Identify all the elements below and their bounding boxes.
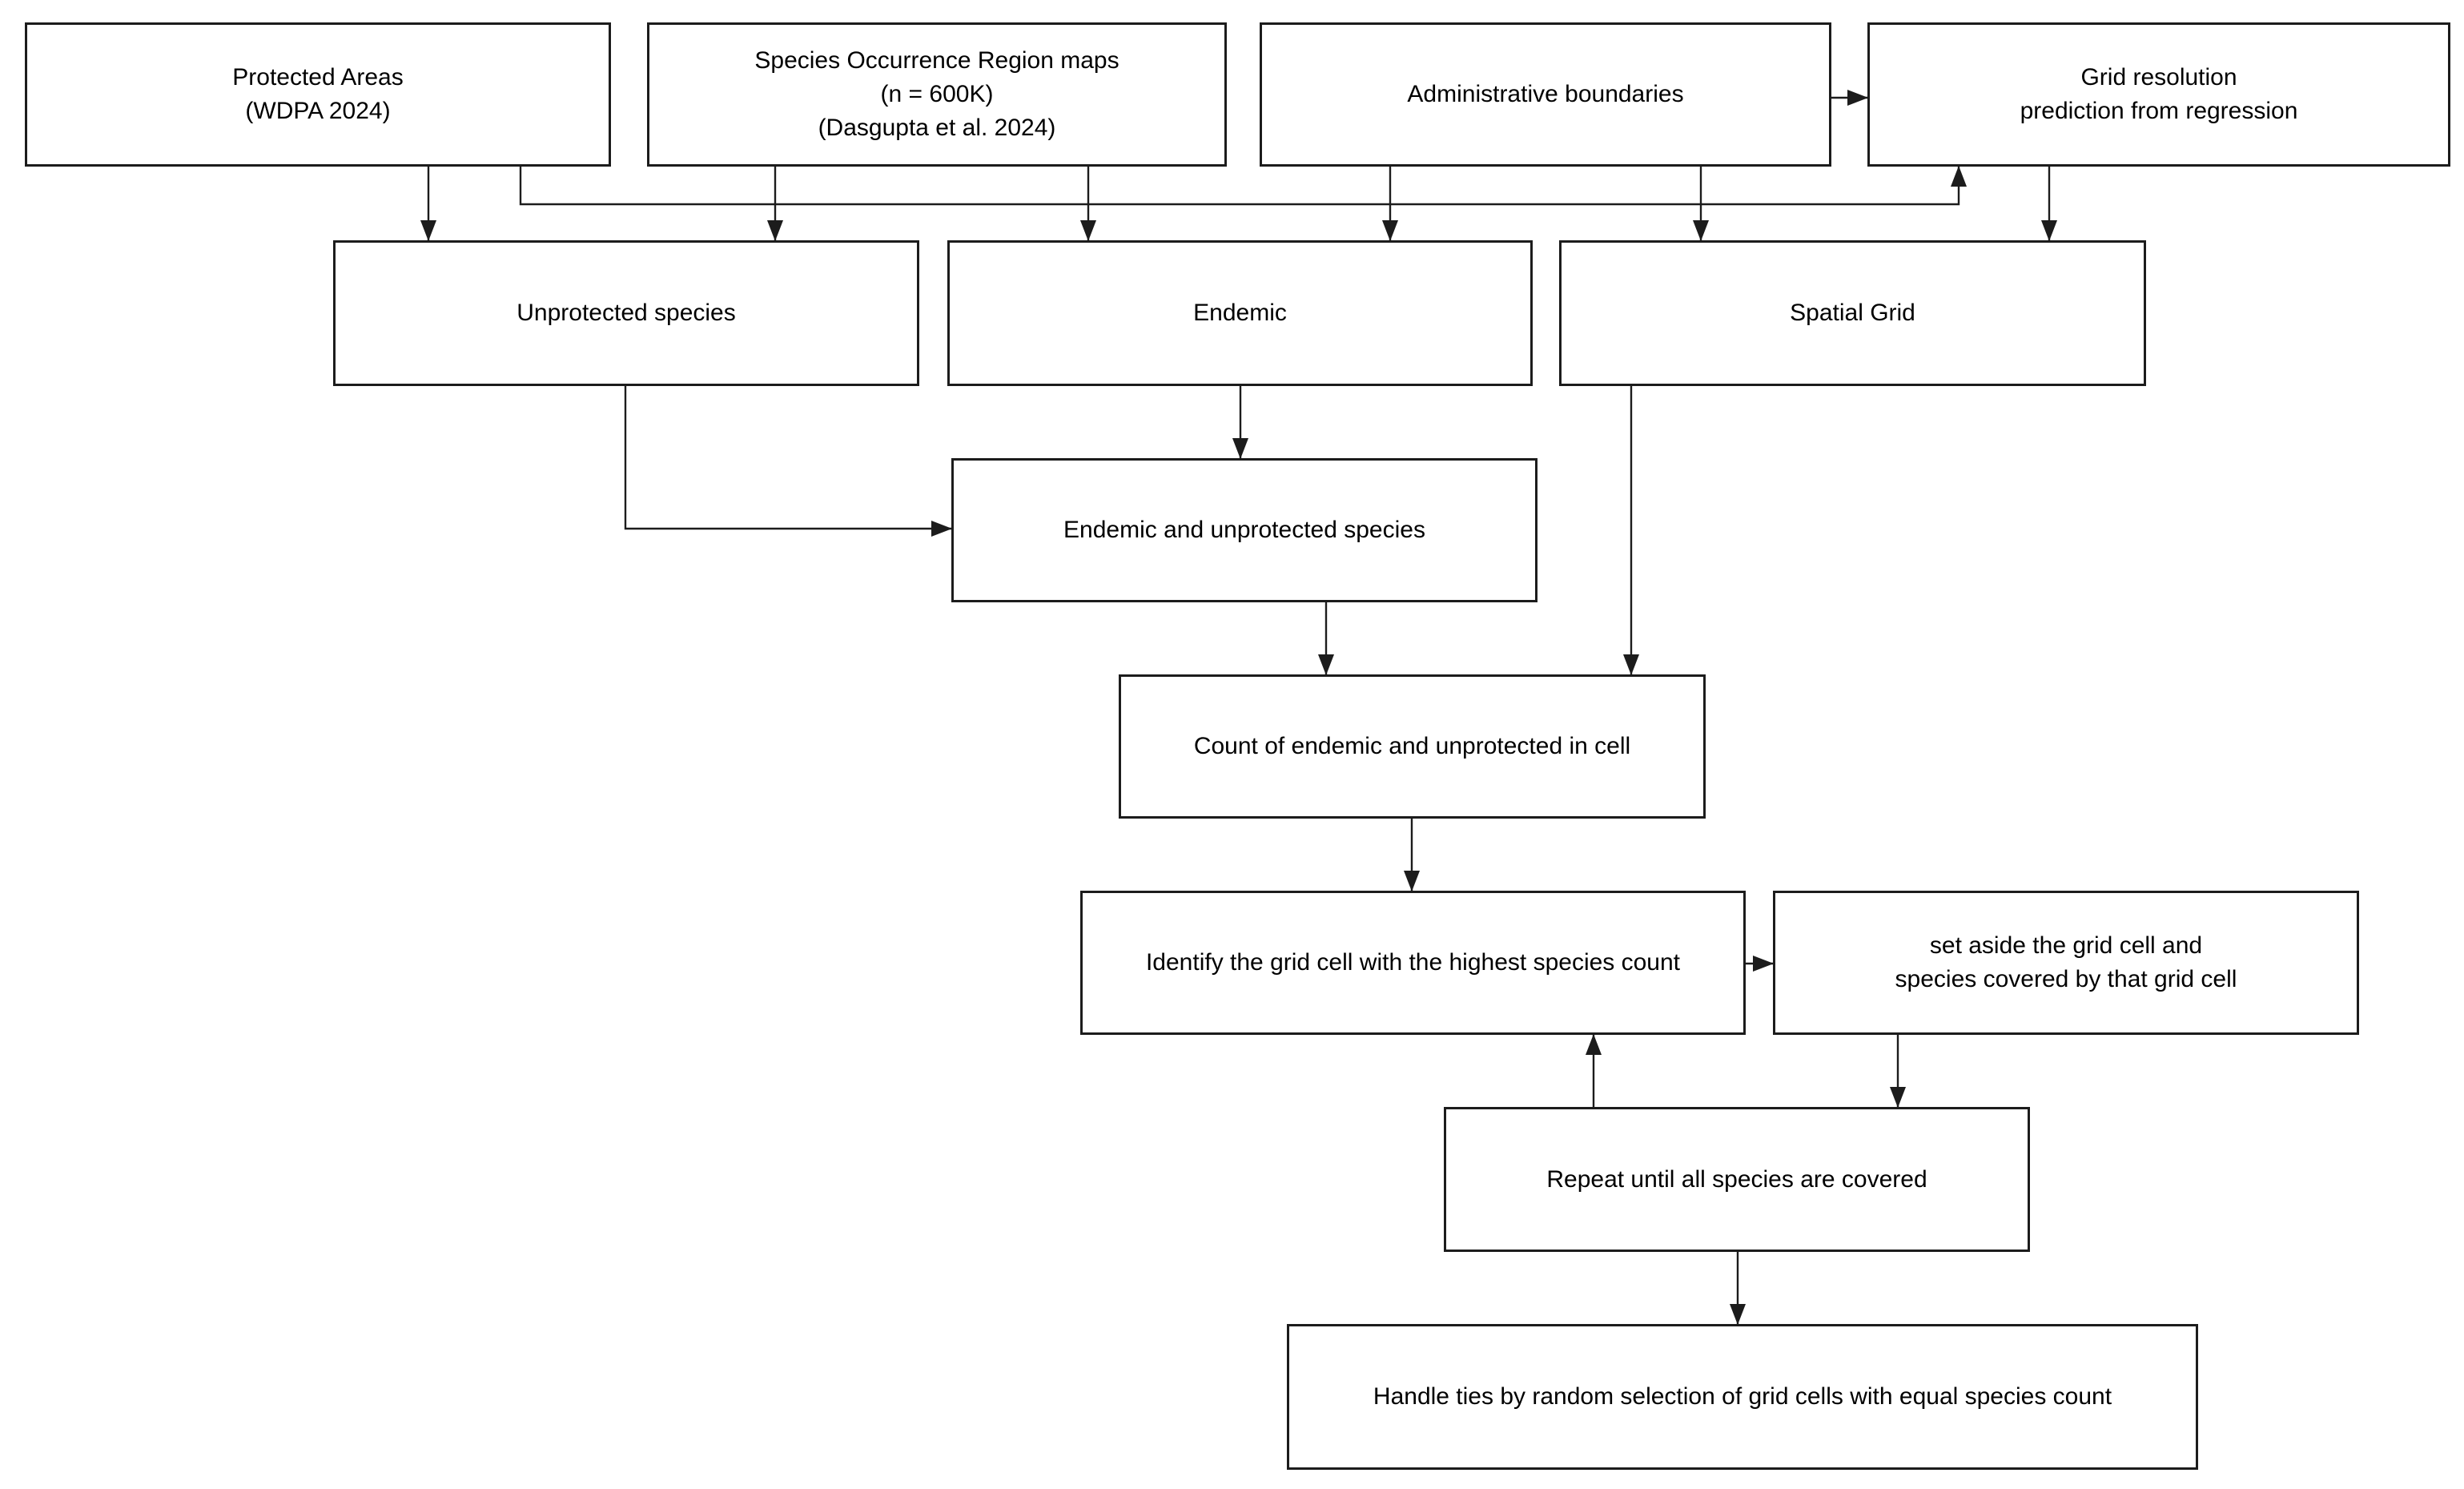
node-endemic-unprotected: Endemic and unprotected species xyxy=(951,458,1537,602)
node-species-occurrence: Species Occurrence Region maps (n = 600K… xyxy=(647,22,1227,167)
node-label: set aside the grid cell and xyxy=(1929,932,2203,959)
node-label: Repeat until all species are covered xyxy=(1546,1165,1927,1193)
node-label: Handle ties by random selection of grid … xyxy=(1373,1383,2112,1410)
edge-unprotected-species-to-endemic-unprotected xyxy=(624,386,952,537)
node-label: Protected Areas xyxy=(232,64,404,91)
node-label: Endemic xyxy=(1193,300,1287,326)
node-label: species covered by that grid cell xyxy=(1895,966,2237,992)
edge-protected-areas-to-grid-resolution xyxy=(519,166,1967,206)
node-label: Species Occurrence Region maps xyxy=(754,47,1119,74)
node-set-aside: set aside the grid cell and species cove… xyxy=(1773,891,2359,1035)
node-label: (Dasgupta et al. 2024) xyxy=(818,115,1056,141)
node-identify-grid-cell: Identify the grid cell with the highest … xyxy=(1080,891,1746,1035)
node-label: Endemic and unprotected species xyxy=(1063,517,1425,543)
node-endemic: Endemic xyxy=(947,240,1533,386)
node-spatial-grid: Spatial Grid xyxy=(1559,240,2146,386)
node-unprotected-species: Unprotected species xyxy=(333,240,919,386)
node-protected-areas: Protected Areas (WDPA 2024) xyxy=(25,22,611,167)
node-label: (n = 600K) xyxy=(880,81,994,107)
node-label: prediction from regression xyxy=(2020,98,2298,124)
node-label: (WDPA 2024) xyxy=(245,98,391,124)
node-repeat: Repeat until all species are covered xyxy=(1444,1107,2030,1252)
node-label: Unprotected species xyxy=(517,300,736,326)
node-handle-ties: Handle ties by random selection of grid … xyxy=(1287,1324,2198,1470)
node-admin-boundaries: Administrative boundaries xyxy=(1260,22,1831,167)
node-label: Grid resolution xyxy=(2080,64,2237,91)
node-label: Count of endemic and unprotected in cell xyxy=(1193,733,1631,759)
node-label: Administrative boundaries xyxy=(1407,81,1684,107)
node-label: Spatial Grid xyxy=(1790,300,1915,326)
node-label: Identify the grid cell with the highest … xyxy=(1145,949,1681,976)
node-grid-resolution: Grid resolution prediction from regressi… xyxy=(1867,22,2450,167)
node-count-cell: Count of endemic and unprotected in cell xyxy=(1119,674,1706,819)
